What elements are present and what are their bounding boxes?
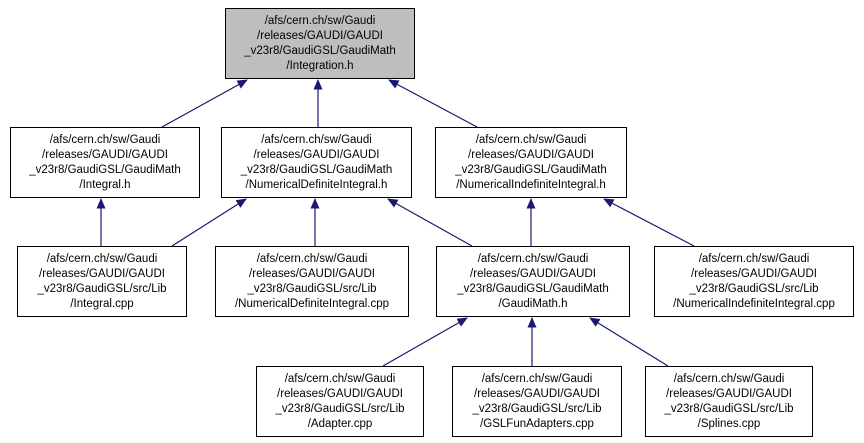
node-label: /afs/cern.ch/sw/Gaudi /releases/GAUDI/GA… [673,252,835,310]
graph-node-integral-cpp[interactable]: /afs/cern.ch/sw/Gaudi /releases/GAUDI/GA… [17,246,187,317]
graph-node-splines-cpp[interactable]: /afs/cern.ch/sw/Gaudi /releases/GAUDI/GA… [645,366,813,437]
graph-node-numerical-indefinite-integral-h[interactable]: /afs/cern.ch/sw/Gaudi /releases/GAUDI/GA… [435,127,627,198]
node-label: /afs/cern.ch/sw/Gaudi /releases/GAUDI/GA… [37,252,167,310]
edge-adapter-cpp-to-gaudimath-h [382,317,468,367]
graph-node-integration-h[interactable]: /afs/cern.ch/sw/Gaudi /releases/GAUDI/GA… [225,8,415,79]
node-label: /afs/cern.ch/sw/Gaudi /releases/GAUDI/GA… [240,133,393,191]
node-label: /afs/cern.ch/sw/Gaudi /releases/GAUDI/GA… [234,252,390,310]
edge-gaudimath-h-to-numerical-definite-integral-h [387,198,473,247]
edge-integral-cpp-to-numerical-definite-integral-h [171,198,247,247]
graph-node-integral-h[interactable]: /afs/cern.ch/sw/Gaudi /releases/GAUDI/GA… [10,127,200,198]
edge-numerical-indefinite-integral-h-to-integration-h [388,79,478,128]
node-label: /afs/cern.ch/sw/Gaudi /releases/GAUDI/GA… [275,372,405,430]
node-label: /afs/cern.ch/sw/Gaudi /releases/GAUDI/GA… [455,133,607,191]
edge-numerical-indefinite-integral-cpp-to-numerical-indefinite-integral-h [603,198,695,247]
node-label: /afs/cern.ch/sw/Gaudi /releases/GAUDI/GA… [457,252,609,310]
node-label: /afs/cern.ch/sw/Gaudi /releases/GAUDI/GA… [29,133,181,191]
edge-splines-cpp-to-gaudimath-h [589,317,669,367]
edge-integral-h-to-integration-h [161,79,248,128]
node-label: /afs/cern.ch/sw/Gaudi /releases/GAUDI/GA… [244,14,396,72]
graph-node-gslfunadapters-cpp[interactable]: /afs/cern.ch/sw/Gaudi /releases/GAUDI/GA… [452,366,622,437]
node-label: /afs/cern.ch/sw/Gaudi /releases/GAUDI/GA… [472,372,602,430]
node-label: /afs/cern.ch/sw/Gaudi /releases/GAUDI/GA… [664,372,794,430]
graph-node-adapter-cpp[interactable]: /afs/cern.ch/sw/Gaudi /releases/GAUDI/GA… [256,366,424,437]
graph-node-gaudimath-h[interactable]: /afs/cern.ch/sw/Gaudi /releases/GAUDI/GA… [436,246,630,317]
graph-node-numerical-definite-integral-cpp[interactable]: /afs/cern.ch/sw/Gaudi /releases/GAUDI/GA… [215,246,409,317]
graph-node-numerical-indefinite-integral-cpp[interactable]: /afs/cern.ch/sw/Gaudi /releases/GAUDI/GA… [654,246,854,317]
graph-node-numerical-definite-integral-h[interactable]: /afs/cern.ch/sw/Gaudi /releases/GAUDI/GA… [221,127,412,198]
